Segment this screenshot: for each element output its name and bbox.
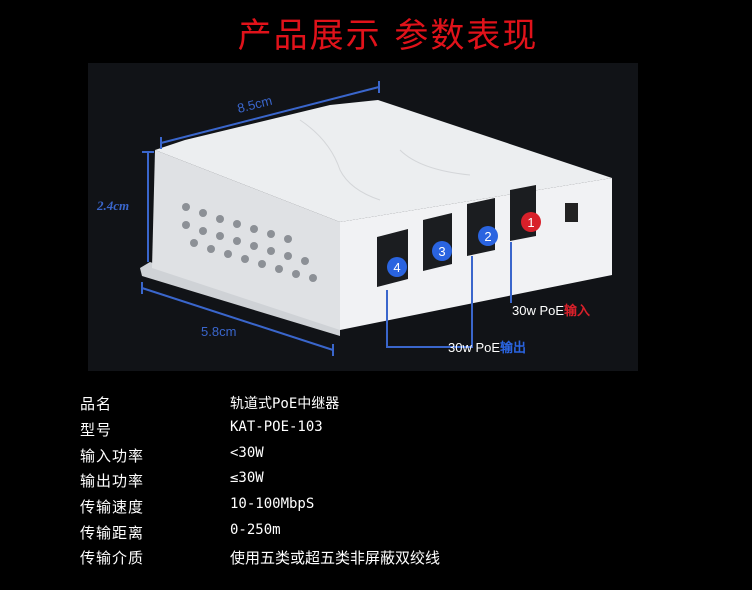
spec-row: 品名轨道式PoE中继器 — [80, 395, 340, 413]
page-title: 产品展示 参数表现 — [237, 16, 539, 56]
port-badge-1: 1 — [521, 212, 541, 232]
device-side-face — [152, 150, 340, 330]
port-badge-2: 2 — [478, 226, 498, 246]
vent-holes — [182, 203, 317, 282]
spec-row: 传输介质使用五类或超五类非屏蔽双绞线 — [80, 549, 441, 567]
device-illustration — [140, 100, 612, 336]
port-badge-3: 3 — [432, 241, 452, 261]
power-jack — [565, 203, 578, 222]
input-label: 30w PoE输入 — [512, 303, 590, 318]
spec-row: 输入功率<30W — [80, 445, 264, 465]
svg-text:4: 4 — [393, 260, 400, 275]
svg-text:2: 2 — [484, 229, 491, 244]
svg-text:3: 3 — [438, 244, 445, 259]
svg-text:1: 1 — [527, 215, 534, 230]
spec-row: 输出功率≤30W — [80, 470, 264, 490]
dimension-lines — [141, 81, 512, 356]
output-label: 30w PoE输出 — [448, 340, 526, 355]
product-image: 4 3 2 1 8.5cm 2.4cm 5.8cm 30w PoE输入 30w … — [88, 63, 638, 371]
port-badge-4: 4 — [387, 257, 407, 277]
dim-length-label: 8.5cm — [236, 93, 274, 116]
device-top-face — [155, 100, 612, 222]
dim-width-label: 5.8cm — [201, 324, 236, 339]
dim-height-label: 2.4cm — [96, 198, 129, 213]
